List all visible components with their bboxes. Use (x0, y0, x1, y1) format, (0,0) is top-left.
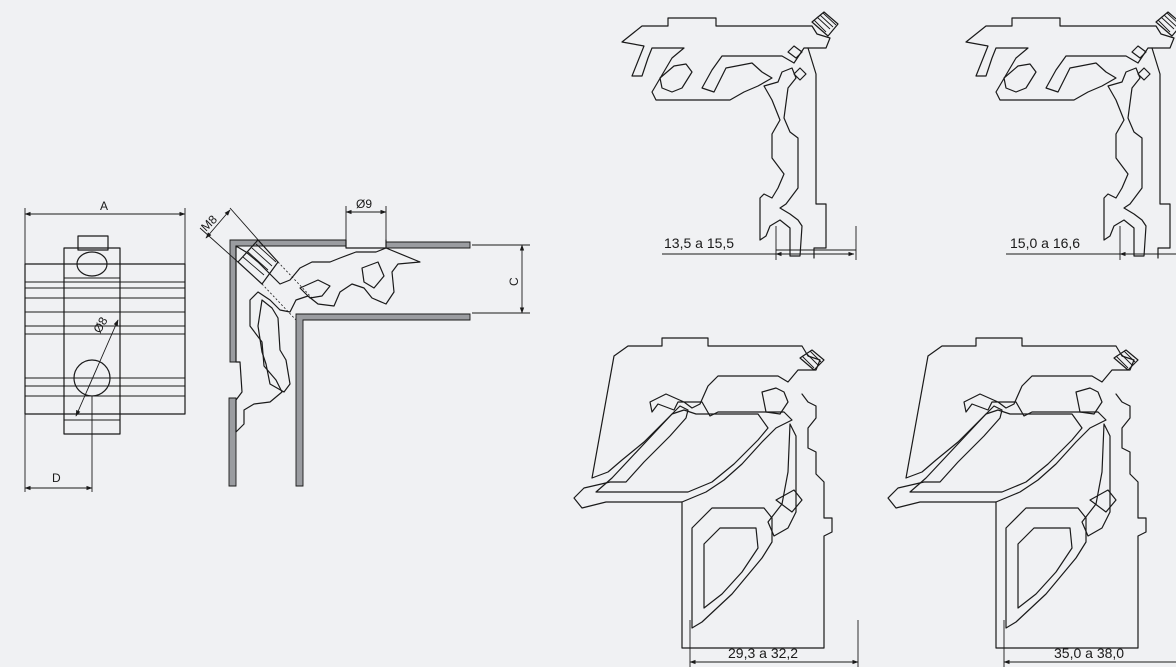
front-body-outline (24, 263, 186, 415)
range-label-1: 13,5 a 15,5 (664, 235, 734, 251)
screw-head-icon (76, 251, 108, 277)
dim-phi8: Ø8 (90, 314, 110, 335)
dim-m8: M8 (198, 212, 220, 234)
panel-top-left (229, 239, 347, 363)
dim-a: A (100, 199, 108, 213)
profile-variant-2: 15,0 a 16,6 (965, 11, 1176, 260)
dim-phi9: Ø9 (356, 197, 372, 211)
side-view: M8 Ø9 C (198, 197, 530, 487)
range-label-3: 29,3 a 32,2 (728, 645, 798, 661)
profile-variant-1: 13,5 a 15,5 (621, 11, 857, 260)
profile-variant-4: 35,0 a 38,0 (887, 337, 1176, 667)
range-label-2: 15,0 a 16,6 (1010, 235, 1080, 251)
dim-c: C (507, 277, 521, 286)
profile-variant-3: 29,3 a 32,2 (573, 337, 859, 667)
front-view: Ø8 D A (24, 199, 186, 492)
range-label-4: 35,0 a 38,0 (1054, 645, 1124, 661)
dim-d: D (52, 471, 61, 485)
panel-bottom (295, 313, 471, 487)
